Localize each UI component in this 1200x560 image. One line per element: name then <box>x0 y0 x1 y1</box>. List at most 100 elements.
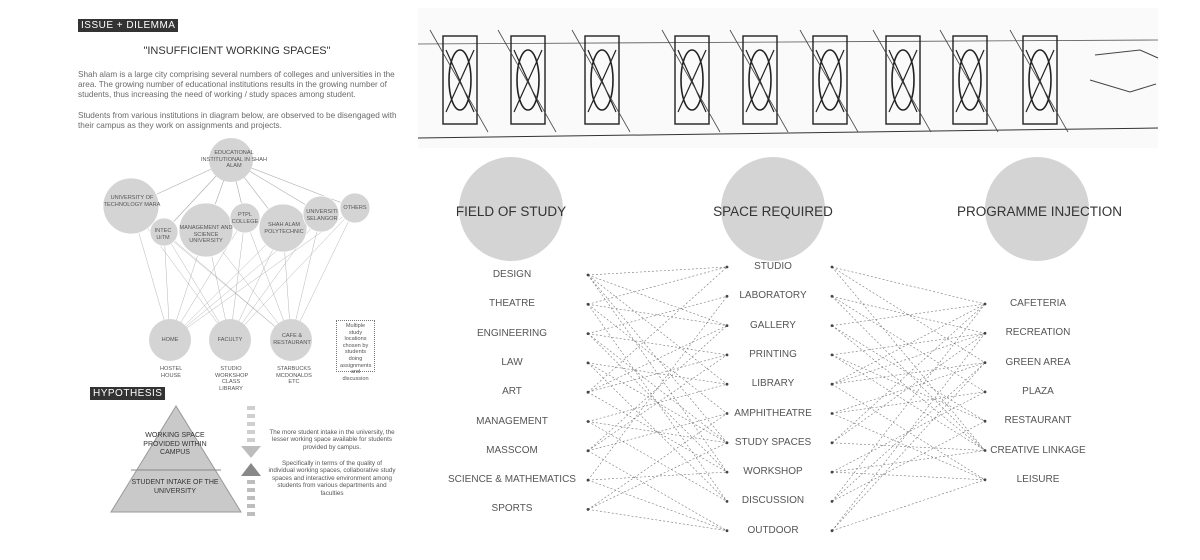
sketch-axis-line <box>571 29 631 133</box>
sketch-plan-oval <box>1028 49 1052 111</box>
field-space-link <box>587 362 728 502</box>
field-space-link <box>587 325 728 452</box>
space-programme-link <box>831 479 986 531</box>
field-dot <box>586 302 590 306</box>
sketch-plan-oval <box>516 49 540 111</box>
institution-circle <box>229 202 261 234</box>
institution-label-msu: MANAGEMENT AND SCIENCE UNIVERSITY <box>179 225 233 245</box>
sketch-plan-frame <box>1022 35 1058 125</box>
place-label-faculty: FACULTY <box>217 337 243 343</box>
sketch-plan-frame <box>510 35 546 125</box>
space-dot-left <box>725 265 729 269</box>
space-item: PRINTING <box>749 348 797 360</box>
sketch-plan-cross <box>587 49 617 113</box>
space-programme-link <box>831 303 986 385</box>
space-dot-left <box>725 324 729 327</box>
sketch-axis-line <box>497 29 557 133</box>
sketch-ground-line <box>417 127 1159 139</box>
arrow-down-dash <box>247 406 255 410</box>
issue-paragraph-2: Students from various institutions in di… <box>78 111 397 131</box>
space-programme-link <box>831 450 986 473</box>
institution-label-intec: INTEC UiTM <box>154 228 172 241</box>
space-item: AMPHITHEATRE <box>734 407 812 419</box>
sketch-axis-line <box>729 29 789 133</box>
space-item: STUDIO <box>754 261 792 272</box>
space-dot-right <box>830 529 834 533</box>
space-item: GALLERY <box>750 319 796 331</box>
network-link-top <box>230 159 356 209</box>
programme-injection-circle <box>985 157 1089 261</box>
institution-circle <box>302 195 340 233</box>
pyramid-top-label: WORKING SPACE PROVIDED WITHIN CAMPUS <box>143 432 207 456</box>
field-item: MASSCOM <box>486 444 538 456</box>
sketch-axis-line <box>872 29 932 133</box>
programme-item: RESTAURANT <box>1004 415 1072 427</box>
programme-item: GREEN AREA <box>1005 356 1071 368</box>
space-item: STUDY SPACES <box>734 436 812 448</box>
institution-label-polytechnic: SHAH ALAM POLYTECHNIC <box>264 222 304 235</box>
space-dot-right <box>830 441 834 445</box>
sketch-plan-oval <box>448 49 472 111</box>
field-item: SCIENCE & MATHEMATICS <box>448 474 576 486</box>
hypothesis-text-1: The more student intake in the universit… <box>269 429 395 451</box>
space-programme-link <box>831 333 986 444</box>
arrow-up-dash <box>247 480 255 484</box>
programme-dot <box>983 449 987 452</box>
space-dot-right <box>830 265 834 269</box>
sketch-plan-cross <box>955 49 985 113</box>
field-space-link <box>587 266 728 305</box>
field-item: MANAGEMENT <box>476 415 548 427</box>
space-programme-link <box>831 333 986 385</box>
network-link-place <box>169 227 284 341</box>
institution-label-ptpl: PTPL COLLEGE <box>231 212 259 225</box>
sketch-plan-frame <box>952 35 988 125</box>
sketch-road-line <box>417 39 1159 45</box>
space-programme-link <box>831 362 986 531</box>
place-circle <box>209 319 251 361</box>
network-link-place <box>163 231 231 341</box>
programme-dot <box>983 478 987 482</box>
arrow-down-dash <box>247 430 255 434</box>
space-programme-link <box>831 303 986 326</box>
sketch-plan-oval <box>818 49 842 111</box>
sketch-plan-cross <box>815 49 845 113</box>
field-space-link <box>587 442 728 510</box>
place-label-cafe: CAFE & RESTAURANT <box>273 333 311 346</box>
network-link-place <box>169 217 246 341</box>
space-dot-left <box>725 294 729 298</box>
field-space-link <box>587 296 728 334</box>
programme-dot <box>983 331 987 335</box>
space-dot-left <box>725 382 729 386</box>
field-dot <box>586 390 590 394</box>
sketch-plan-cross <box>888 49 918 113</box>
space-dot-right <box>830 382 834 386</box>
space-programme-link <box>831 362 986 385</box>
programme-dot <box>983 390 987 394</box>
field-space-link <box>587 274 728 326</box>
space-dot-right <box>830 470 834 474</box>
field-item: ENGINEERING <box>476 327 548 339</box>
space-programme-link <box>831 333 986 531</box>
space-dot-left <box>725 441 729 445</box>
field-space-link <box>587 333 728 473</box>
institution-label-others: OTHERS <box>343 205 367 211</box>
sketch-plan-oval <box>891 49 915 111</box>
network-link-place <box>163 231 292 341</box>
space-programme-link <box>831 325 986 451</box>
institution-circle <box>258 203 308 253</box>
hypothesis-tag: HYPOTHESIS <box>90 387 166 400</box>
arrow-up-dash <box>247 512 255 516</box>
space-programme-link <box>831 266 986 305</box>
sketch-axis-line <box>939 29 999 133</box>
network-link-place <box>290 207 356 341</box>
arrow-down-dash <box>247 422 255 426</box>
arrow-up-dash <box>247 488 255 492</box>
field-space-link <box>587 362 728 385</box>
field-dot <box>586 508 590 511</box>
space-dot-left <box>725 412 729 415</box>
field-space-link <box>587 325 728 393</box>
sketch-axis-line <box>1009 29 1069 133</box>
issue-dilemma-tag: ISSUE + DILEMMA <box>78 19 179 32</box>
space-dot-right <box>830 294 834 298</box>
